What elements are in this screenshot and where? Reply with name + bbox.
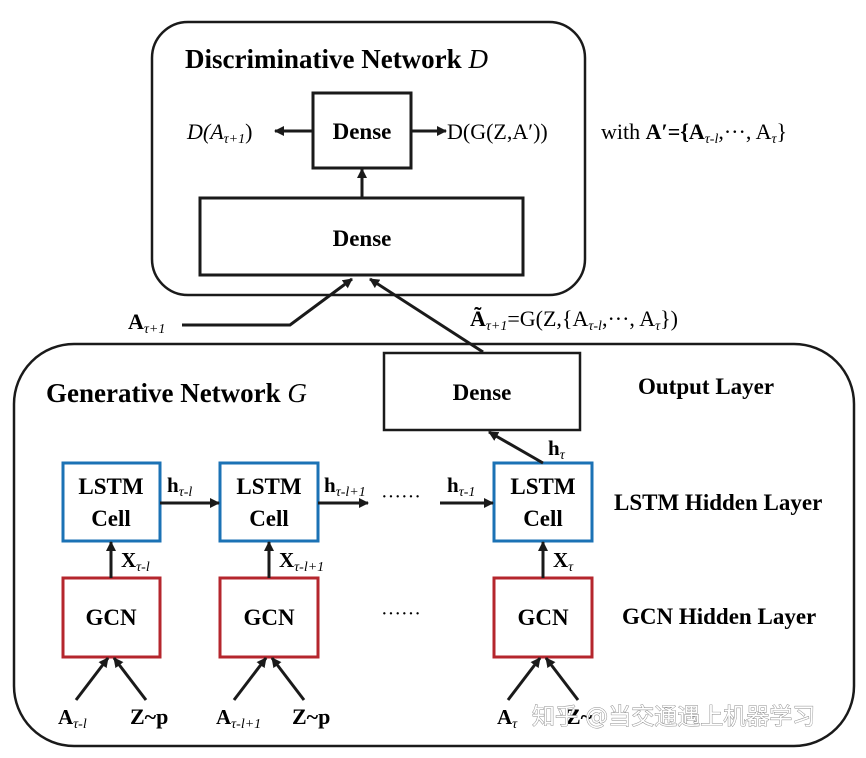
- hidden-label-2: hτ-l+1: [324, 473, 366, 500]
- arrow-generated: [369, 277, 484, 354]
- hidden-label-final: hτ: [548, 436, 566, 463]
- arrow-h-to-output: [488, 430, 544, 465]
- dense-wide-block: [198, 196, 525, 277]
- generated-label: Ãτ+1=G(Z,{Aτ-l,···, Aτ}): [470, 306, 678, 334]
- arrow-z-3: [544, 657, 580, 701]
- a-input-1: Aτ-l: [58, 705, 87, 732]
- z-input-3: Z~: [566, 704, 593, 729]
- a-input-3: Aτ: [497, 705, 518, 732]
- dense-top-label: Dense: [333, 119, 392, 144]
- lstm-cell-3-line1: LSTM: [510, 474, 575, 499]
- generator-dense-label: Dense: [453, 380, 512, 405]
- arrow-real-input: [182, 277, 353, 327]
- real-score-label: D(Aτ+1): [186, 119, 252, 147]
- arrow-z-1: [112, 657, 148, 701]
- with-note: with A′={Aτ-l,···, Aτ}: [601, 119, 787, 147]
- lstm-cell-3: [492, 461, 594, 543]
- hidden-label-3: hτ-1: [447, 473, 475, 500]
- lstm-cell-1-line1: LSTM: [78, 474, 143, 499]
- discriminative-network-container: [150, 20, 587, 297]
- watermark: 知乎 @当交通遇上机器学习: [532, 704, 815, 730]
- gcn-layer-label: GCN Hidden Layer: [622, 604, 816, 629]
- a-input-2: Aτ-l+1: [216, 705, 261, 732]
- lstm-layer-label: LSTM Hidden Layer: [614, 490, 822, 515]
- arrow-a-3: [506, 657, 542, 701]
- z-input-1: Z~p: [130, 704, 168, 729]
- fake-score-label: D(G(Z,A′)): [447, 119, 548, 144]
- arrow-a-2: [232, 657, 268, 701]
- gcn-block-3-label: GCN: [517, 605, 569, 630]
- hidden-label-1: hτ-l: [167, 473, 192, 500]
- generator-dense-block: [382, 351, 582, 432]
- generative-network-title: Generative Network G: [46, 378, 307, 408]
- output-layer-label: Output Layer: [638, 374, 774, 399]
- lstm-cell-2-line2: Cell: [249, 506, 289, 531]
- gcn-block-2-label: GCN: [243, 605, 295, 630]
- gcn-block-3: [492, 576, 594, 659]
- arrow-z-2: [270, 657, 306, 701]
- ellipsis-gcn: ······: [381, 603, 421, 625]
- ellipsis-lstm: ······: [381, 486, 421, 508]
- lstm-cell-2: [218, 461, 320, 543]
- generative-network-container: [12, 342, 856, 748]
- gcn-block-2: [218, 576, 320, 659]
- lstm-cell-3-line2: Cell: [523, 506, 563, 531]
- dense-wide-label: Dense: [333, 226, 392, 251]
- real-input-label: Aτ+1: [128, 309, 165, 337]
- x-label-2: Xτ-l+1: [279, 548, 324, 575]
- lstm-cell-1-line2: Cell: [91, 506, 131, 531]
- x-label-1: Xτ-l: [121, 548, 150, 575]
- gcn-block-1-label: GCN: [85, 605, 137, 630]
- arrow-a-1: [74, 657, 110, 701]
- gcn-block-1: [61, 576, 162, 659]
- lstm-cell-2-line1: LSTM: [236, 474, 301, 499]
- discriminative-network-title: Discriminative Network D: [185, 44, 488, 74]
- z-input-2: Z~p: [292, 704, 330, 729]
- x-label-3: Xτ: [553, 548, 574, 575]
